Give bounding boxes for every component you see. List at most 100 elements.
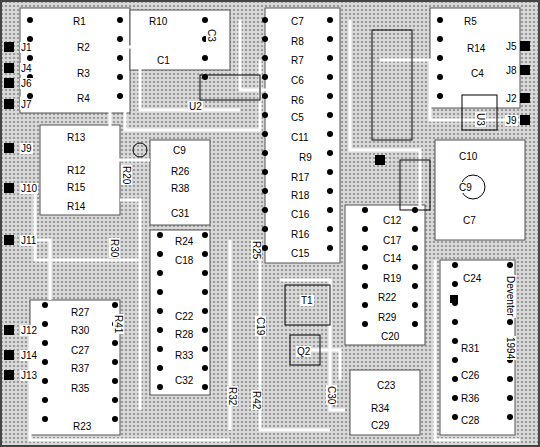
part-label: R29 [377,312,397,323]
solder-pad [202,289,208,295]
part-label: C3 [206,28,217,43]
solder-pad [412,226,418,232]
part-label: C32 [174,375,194,386]
solder-pad [507,262,513,268]
solder-pad [327,74,333,80]
part-label: R22 [377,292,397,303]
solder-pad [112,416,118,422]
solder-pad [452,338,458,344]
part-label: C19 [255,316,266,336]
part-label: J9 [505,115,518,126]
part-label: R17 [290,172,310,183]
part-label: R38 [170,183,190,194]
solder-pad [327,36,333,42]
part-label: Q2 [296,346,311,357]
solder-pad [202,365,208,371]
solder-pad [327,55,333,61]
solder-pad [452,376,458,382]
solder-pad [262,207,268,213]
part-label: U3 [475,112,486,127]
part-label: C10 [458,151,478,162]
solder-pad [452,357,458,363]
solder-pad [452,414,458,420]
solder-pad [507,395,513,401]
part-label: R14 [466,43,486,54]
solder-pad [202,327,208,333]
solder-pad [112,302,118,308]
solder-pad [117,93,123,99]
part-label: R1 [72,16,87,27]
part-label: R31 [460,343,480,354]
part-label: R8 [290,36,305,47]
solder-pad [262,188,268,194]
part-label: C29 [370,420,390,431]
solder-pad [157,289,163,295]
solder-pad [327,150,333,156]
part-label: R24 [174,236,194,247]
part-label: C12 [382,215,402,226]
part-label: R41 [113,314,124,334]
part-label: R12 [66,165,86,176]
solder-pad [507,414,513,420]
solder-pad [112,378,118,384]
part-label: R2 [76,42,91,53]
solder-pad [202,251,208,257]
solder-pad [452,395,458,401]
solder-pad [42,359,48,365]
solder-pad [202,17,208,23]
part-label: C27 [70,345,90,356]
solder-pad [412,302,418,308]
part-label: C20 [380,331,400,342]
solder-pad [202,384,208,390]
solder-pad [362,321,368,327]
solder-pad [42,302,48,308]
solder-pad [202,232,208,238]
part-label: C31 [170,208,190,219]
solder-pad [412,245,418,251]
part-label: C23 [376,380,396,391]
solder-pad [27,55,33,61]
solder-pad [157,346,163,352]
part-label: R35 [70,383,90,394]
part-label: R42 [251,390,262,410]
solder-pad [42,378,48,384]
part-label: R5 [463,16,478,27]
part-label: J9 [20,143,33,154]
solder-pad [362,226,368,232]
solder-pad [157,232,163,238]
part-label: C18 [174,255,194,266]
solder-pad [262,55,268,61]
part-label: R26 [170,166,190,177]
solder-pad [42,416,48,422]
solder-pad [437,93,443,99]
solder-pad [437,55,443,61]
solder-pad [157,327,163,333]
part-label: R23 [72,421,92,432]
solder-pad [327,226,333,232]
part-label: R4 [76,93,91,104]
part-label: C17 [382,235,402,246]
solder-pad [202,55,208,61]
part-label: J4 [20,63,33,74]
solder-pad [507,376,513,382]
solder-pad [412,264,418,270]
solder-pad [262,245,268,251]
part-label: J2 [505,93,518,104]
solder-pad [262,150,268,156]
solder-pad [412,321,418,327]
solder-pad [202,346,208,352]
part-label: J1 [20,42,33,53]
part-label: C16 [290,209,310,220]
part-label: R32 [227,386,238,406]
solder-pad [327,207,333,213]
solder-pad [117,17,123,23]
part-label: J12 [20,325,38,336]
part-label: R13 [66,132,86,143]
part-label: C9 [172,145,187,156]
part-label: J8 [505,65,518,76]
part-label: R16 [290,229,310,240]
solder-pad [412,207,418,213]
part-label: C14 [382,253,402,264]
solder-pad [27,17,33,23]
solder-pad [412,283,418,289]
